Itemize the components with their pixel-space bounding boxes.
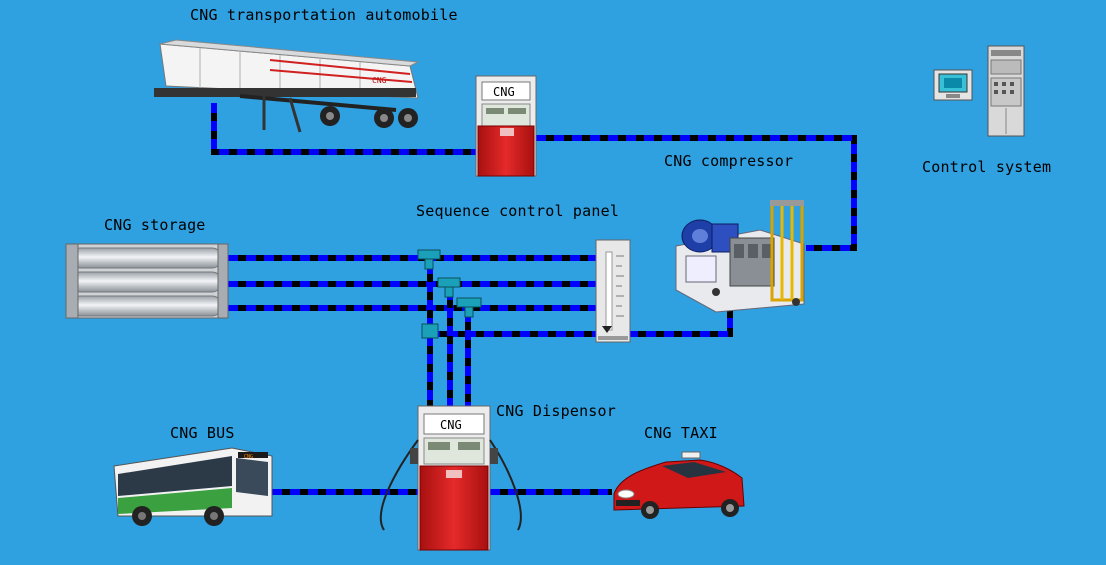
bus-route-sign: CNG <box>244 454 253 460</box>
label-compressor: CNG compressor <box>664 152 794 170</box>
sequence-control-panel <box>595 239 631 343</box>
cng-compressor <box>675 200 805 313</box>
dispenser-sign: CNG <box>440 418 462 432</box>
label-sequence: Sequence control panel <box>416 202 620 220</box>
cng-station: CNG <box>475 75 537 177</box>
t-fitting-3 <box>456 297 482 318</box>
cng-trailer: CNG <box>154 39 420 133</box>
t-fitting-2 <box>437 277 461 298</box>
trailer-brand: CNG <box>372 76 387 85</box>
label-transport: CNG transportation automobile <box>190 6 458 24</box>
control-system <box>933 45 1025 137</box>
pipe-storage-lines <box>228 255 600 311</box>
cng-dispenser: CNG <box>379 405 522 551</box>
cng-bus: CNG <box>113 447 273 526</box>
t-fitting-1 <box>417 249 441 270</box>
pipe-fittings <box>417 249 482 339</box>
label-storage: CNG storage <box>104 216 206 234</box>
station-sign: CNG <box>493 85 515 99</box>
cng-taxi <box>613 451 745 519</box>
label-dispenser: CNG Dispensor <box>496 402 616 420</box>
pipe-trailer-to-station <box>211 103 478 155</box>
label-taxi: CNG TAXI <box>644 424 718 442</box>
t-fitting-4 <box>421 323 439 339</box>
cng-storage <box>65 243 229 319</box>
label-bus: CNG BUS <box>170 424 235 442</box>
pipe-station-to-compressor <box>536 135 857 251</box>
label-control: Control system <box>922 158 1052 176</box>
